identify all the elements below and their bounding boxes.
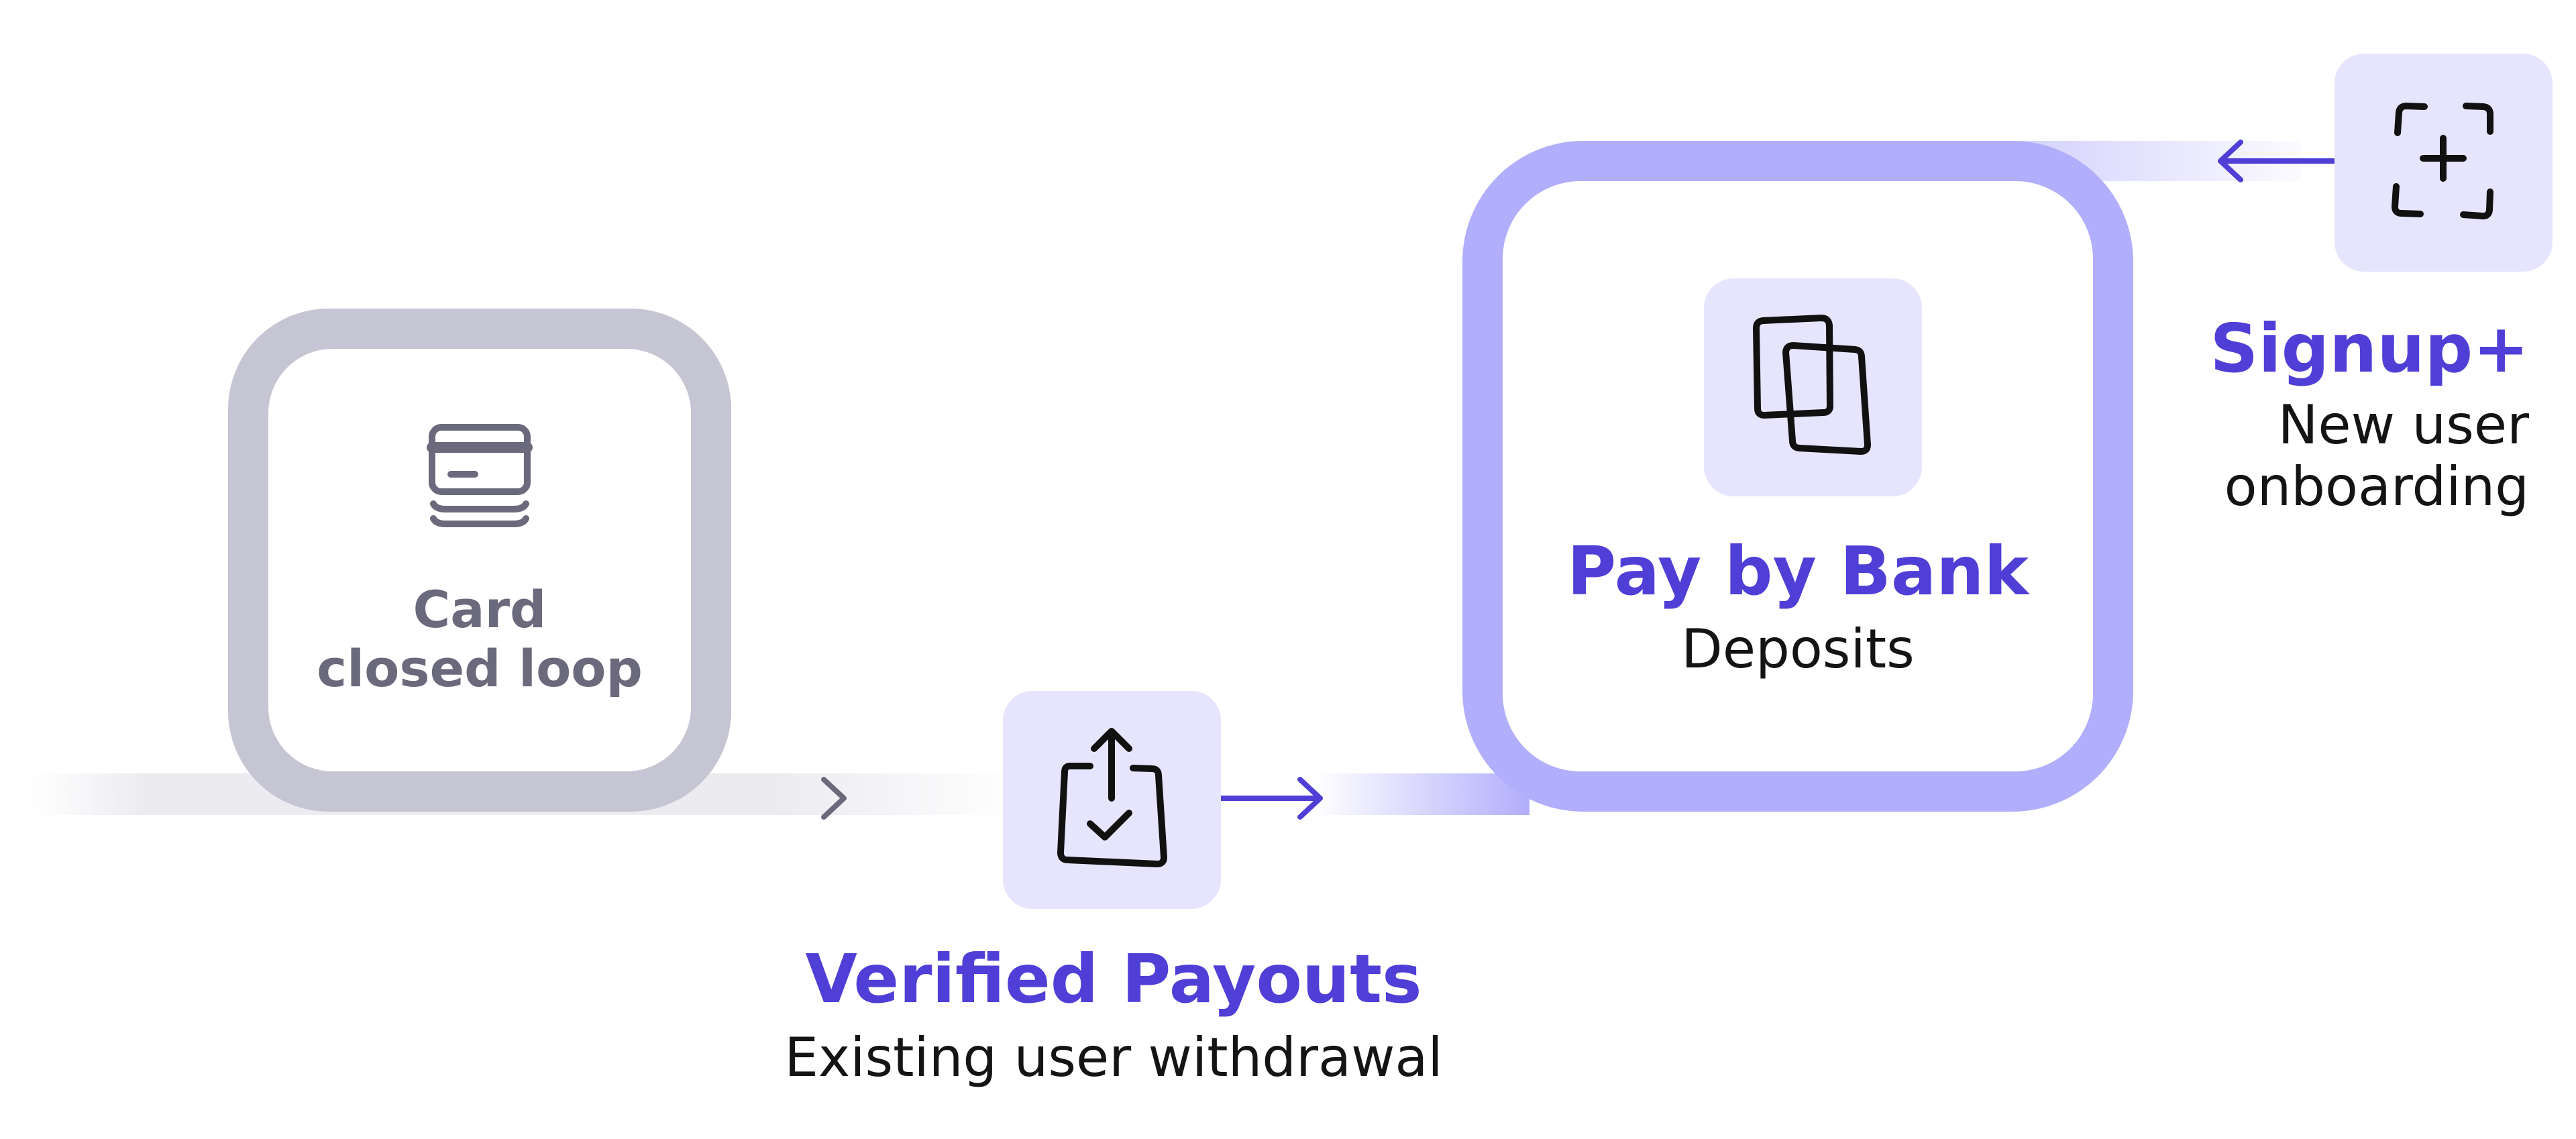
purple-arrow-from-signup — [2218, 140, 2334, 182]
signup-subtitle-line2: onboarding — [2224, 455, 2529, 518]
purple-flow-band — [1315, 773, 1529, 815]
credit-card-stack-icon — [427, 424, 533, 527]
verified-payouts-subtitle: Existing user withdrawal — [784, 1026, 1443, 1089]
pay-by-bank-title: Pay by Bank — [1567, 532, 2029, 610]
card-title-line2: closed loop — [317, 639, 643, 698]
pay-by-bank-subtitle: Deposits — [1681, 618, 1915, 680]
signup-subtitle-line1: New user — [2277, 394, 2529, 456]
gray-arrow — [483, 777, 847, 820]
signup-title: Signup+ — [2210, 309, 2529, 388]
card-title-line1: Card — [413, 580, 547, 639]
bag-upload-check-icon — [1057, 728, 1167, 867]
card-closed-loop-panel — [268, 349, 691, 771]
verified-payouts-title: Verified Payouts — [805, 940, 1422, 1018]
purple-arrow-to-bank — [1221, 777, 1323, 820]
signup-subtitle: New user onboarding — [2012, 394, 2529, 518]
card-closed-loop-label: Card closed loop — [268, 580, 691, 698]
scan-plus-icon — [2392, 103, 2493, 220]
overlapping-cards-icon — [1753, 315, 1871, 455]
pay-by-bank-icon-tile — [1704, 278, 1922, 496]
